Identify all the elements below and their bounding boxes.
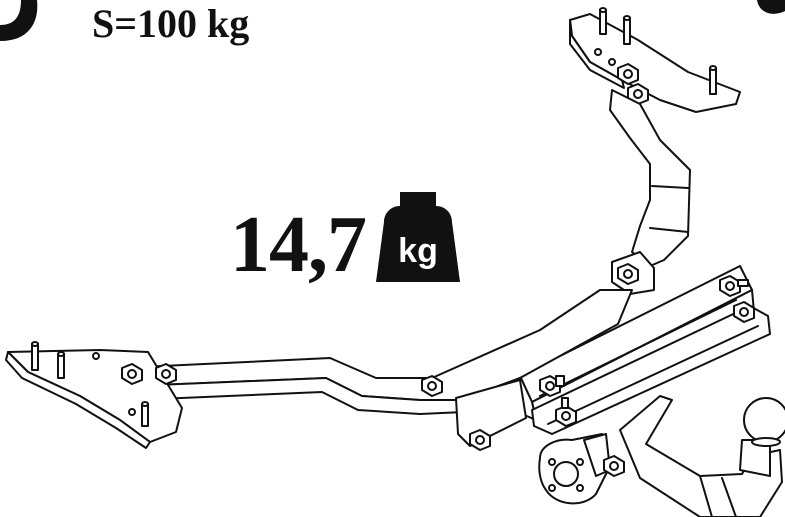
beam-end-bracket bbox=[455, 379, 527, 447]
corner-mark bbox=[757, 0, 785, 14]
socket-bracket bbox=[538, 433, 625, 505]
tow-ball-neck bbox=[619, 395, 785, 517]
tow-ball bbox=[743, 397, 785, 443]
weight-icon: kg bbox=[376, 192, 460, 282]
left-mounting-bracket bbox=[5, 341, 183, 449]
hook-icon bbox=[0, 0, 38, 41]
weight-value: 14,7 bbox=[230, 201, 367, 289]
right-side-arm bbox=[609, 89, 691, 267]
weight-icon-label: kg bbox=[398, 232, 438, 270]
upper-mounting-bracket bbox=[569, 7, 741, 113]
vertical-load-label: S=100 kg bbox=[92, 1, 250, 46]
